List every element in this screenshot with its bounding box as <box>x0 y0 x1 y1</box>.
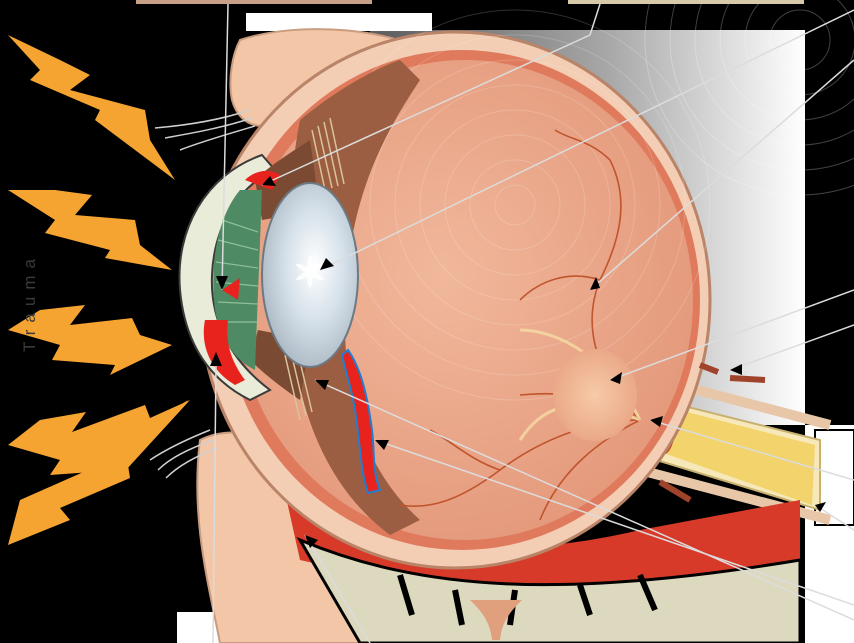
trauma-caption: Trauma <box>20 232 42 372</box>
optic-disc <box>553 349 637 441</box>
label-box-top-left <box>136 0 372 4</box>
label-box-top-center <box>246 13 432 31</box>
label-box-top-right <box>568 0 804 4</box>
